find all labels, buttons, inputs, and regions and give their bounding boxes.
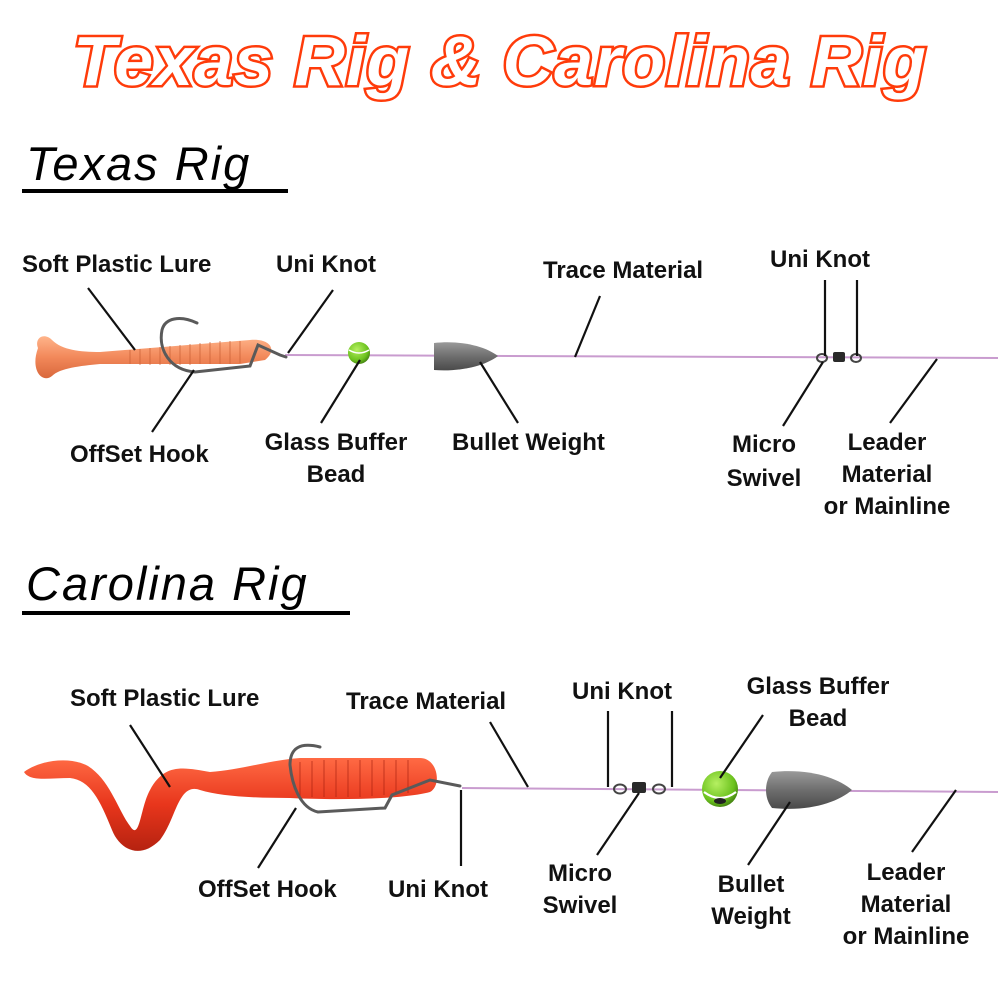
carolina-offset-hook xyxy=(288,743,462,814)
texas-glass-bead xyxy=(348,342,370,364)
texas-offset-hook xyxy=(159,317,288,374)
texas-leader-weight xyxy=(479,361,519,424)
texas-label-leader-2: Material xyxy=(842,461,933,488)
carolina-glass-bead xyxy=(702,771,738,807)
carolina-micro-swivel xyxy=(613,782,666,795)
main-title: Texas Rig & Carolina Rig xyxy=(73,22,927,100)
carolina-leader-bead xyxy=(719,714,764,779)
carolina-label-glass-bead-1: Glass Buffer xyxy=(747,673,890,700)
carolina-label-leader-1: Leader xyxy=(867,859,946,886)
texas-soft-plastic-lure xyxy=(35,336,272,379)
texas-label-micro-swivel-1: Micro xyxy=(732,431,796,458)
carolina-leader-trace xyxy=(489,721,529,788)
texas-label-bullet-weight: Bullet Weight xyxy=(452,429,605,456)
carolina-label-leader-2: Material xyxy=(861,891,952,918)
texas-label-micro-swivel-2: Swivel xyxy=(727,465,802,492)
carolina-label-leader-3: or Mainline xyxy=(843,923,970,950)
carolina-leader-swivel xyxy=(596,792,640,856)
texas-leader-mainline xyxy=(889,358,938,424)
texas-leader-bead xyxy=(320,359,361,424)
carolina-label-uni-knot-bottom: Uni Knot xyxy=(388,876,488,903)
carolina-leader-lure xyxy=(129,724,171,788)
carolina-bullet-weight xyxy=(766,771,852,809)
carolina-label-soft-plastic-lure: Soft Plastic Lure xyxy=(70,685,259,712)
texas-leader-hook xyxy=(151,369,195,433)
texas-label-trace-material: Trace Material xyxy=(543,257,703,284)
carolina-heading: Carolina Rig xyxy=(26,557,309,610)
texas-heading-underline xyxy=(22,189,288,193)
carolina-label-offset-hook: OffSet Hook xyxy=(198,876,337,903)
carolina-label-bullet-weight-1: Bullet xyxy=(718,871,785,898)
texas-label-glass-bead-2: Bead xyxy=(307,461,366,488)
texas-heading: Texas Rig xyxy=(26,137,251,190)
carolina-rig-section: Carolina Rig xyxy=(22,557,999,950)
texas-label-leader-3: or Mainline xyxy=(824,493,951,520)
carolina-label-uni-knot-top: Uni Knot xyxy=(572,678,672,705)
texas-leader-swivel xyxy=(782,361,824,427)
texas-line xyxy=(284,354,999,359)
carolina-label-trace-material: Trace Material xyxy=(346,688,506,715)
texas-label-offset-hook: OffSet Hook xyxy=(70,441,209,468)
texas-leader-lure xyxy=(87,287,136,351)
carolina-leader-weight xyxy=(747,801,791,866)
texas-label-uni-knot-2: Uni Knot xyxy=(770,246,870,273)
carolina-soft-plastic-lure xyxy=(24,758,437,851)
texas-bullet-weight xyxy=(434,342,498,371)
texas-label-leader-1: Leader xyxy=(848,429,927,456)
texas-rig-section: Texas Rig xyxy=(22,137,999,520)
carolina-heading-underline xyxy=(22,611,350,615)
texas-label-glass-bead-1: Glass Buffer xyxy=(265,429,408,456)
texas-leader-uni-knot-1 xyxy=(287,289,334,354)
carolina-label-bullet-weight-2: Weight xyxy=(711,903,791,930)
carolina-leader-hook xyxy=(257,807,297,869)
texas-leader-trace xyxy=(573,295,602,358)
texas-label-soft-plastic-lure: Soft Plastic Lure xyxy=(22,251,211,278)
carolina-leader-mainline xyxy=(911,789,957,853)
carolina-label-micro-swivel-1: Micro xyxy=(548,860,612,887)
texas-label-uni-knot-1: Uni Knot xyxy=(276,251,376,278)
carolina-label-glass-bead-2: Bead xyxy=(789,705,848,732)
carolina-label-micro-swivel-2: Swivel xyxy=(543,892,618,919)
